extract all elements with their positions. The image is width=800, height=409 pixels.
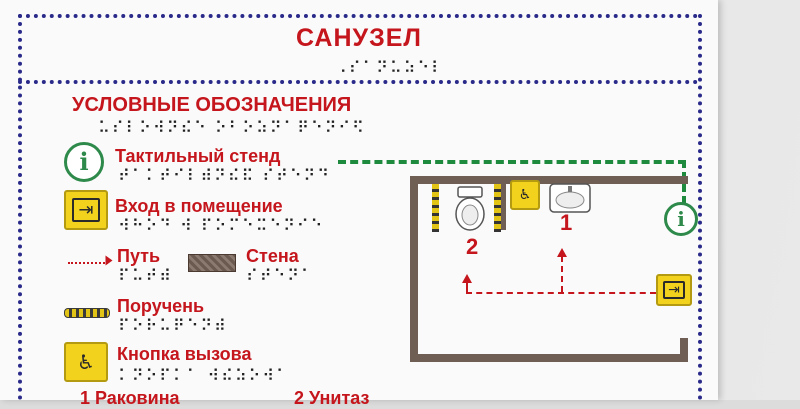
plan-wall-right-lower [680,338,688,362]
handrail-icon [64,308,110,318]
plan-info-glyph: i [677,207,685,231]
legend-braille-handrail: ⠏⠕⠗⠥⠟⠑⠝⠾ [118,316,228,335]
plan-entrance-glyph: ⇥ [668,282,680,298]
legend-label-handrail: Поручень [117,296,205,316]
border-left [18,14,22,400]
fixture-number-1: 1 [560,210,573,235]
info-glyph: i [79,147,89,176]
legend-braille-stand: ⠞⠁⠅⠞⠊⠇⠾⠝⠮⠯ ⠎⠞⠑⠝⠙ [118,166,331,185]
wall-swatch-icon [188,254,236,272]
legend-label-call: Кнопка вызова [117,344,252,364]
bottom-label-toilet: 2 Унитаз [294,388,370,408]
plan-entrance-icon: ⇥ [656,274,692,306]
plan-call-button-icon: ♿ [510,180,540,210]
sign-title: САНУЗЕЛ [296,24,422,52]
border-top [18,14,698,18]
plan-partition [500,184,506,230]
legend-braille-path: ⠏⠥⠞⠾ [118,266,173,285]
tactile-sign: САНУЗЕЛ ⠠⠎⠁⠝⠥⠵⠑⠇ УСЛОВНЫЕ ОБОЗНАЧЕНИЯ ⠥⠎… [0,0,718,408]
route-arrow-sink [557,248,567,257]
call-button-icon: ♿ [64,342,108,382]
plan-handrail-left [432,184,439,232]
title-braille: ⠠⠎⠁⠝⠥⠵⠑⠇ [335,58,445,77]
fixture-number-2: 2 [466,234,479,259]
plan-wall-bottom [410,354,688,362]
legend-heading: УСЛОВНЫЕ ОБОЗНАЧЕНИЯ [72,94,352,116]
legend-label-entrance: Вход в помещение [115,196,283,216]
path-line-icon [68,262,108,264]
plan-info-icon: i [664,202,698,236]
plan-call-glyph: ♿ [518,187,532,203]
route-horizontal [466,292,656,294]
call-glyph: ♿ [77,350,95,374]
tactile-route-top [338,160,686,164]
legend-heading-braille: ⠥⠎⠇⠕⠺⠝⠮⠑ ⠕⠃⠕⠵⠝⠁⠟⠑⠝⠊⠫ [98,118,366,137]
legend-label-stand: Тактильный стенд [115,146,281,166]
border-right [698,14,702,400]
info-icon: i [64,142,104,182]
legend-braille-wall: ⠎⠞⠑⠝⠁ [246,266,315,285]
toilet-icon [455,186,485,231]
plan-wall-top [410,176,688,184]
route-to-toilet [466,282,468,292]
entrance-icon: ⇥ [64,190,108,230]
legend-braille-call: ⠅⠝⠕⠏⠅⠁ ⠺⠮⠵⠕⠺⠁ [118,366,290,385]
legend-braille-entrance: ⠺⠓⠕⠙ ⠺ ⠏⠕⠍⠑⠭⠑⠝⠊⠑ [118,216,325,235]
border-divider [18,80,698,84]
plan-handrail-right [494,184,501,232]
sink-icon [549,183,591,213]
legend-label-path: Путь [117,246,161,266]
path-arrow-icon [105,255,113,266]
legend-label-wall: Стена [246,246,299,266]
bottom-label-sink: 1 Раковина [80,388,180,408]
route-arrow-toilet [462,274,472,283]
plan-wall-left [410,176,418,362]
route-to-sink [561,256,563,292]
entrance-glyph: ⇥ [78,199,94,221]
